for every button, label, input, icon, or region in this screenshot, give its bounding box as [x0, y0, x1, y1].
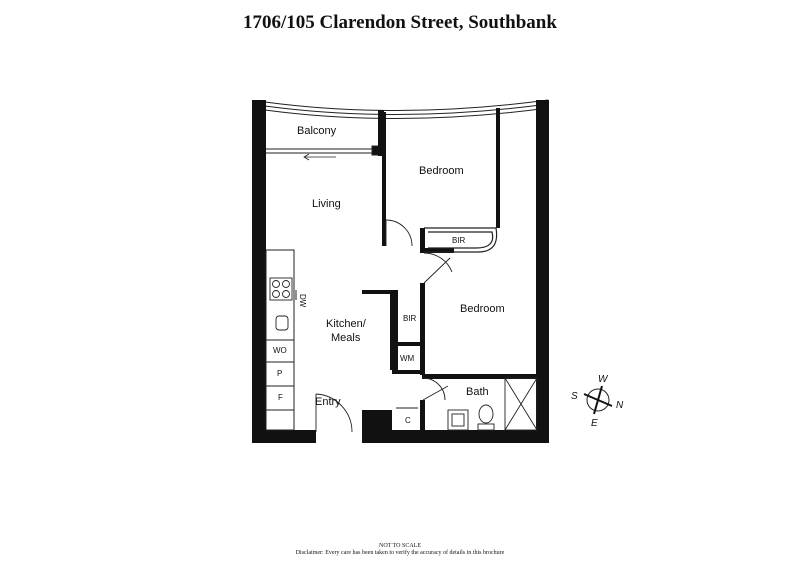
room-label-balcony: Balcony — [297, 125, 337, 137]
shower-icon — [504, 377, 538, 431]
internal-walls — [362, 108, 540, 432]
disclaimer-text: Disclaimer: Every care has been taken to… — [295, 550, 505, 556]
door-swings — [315, 219, 453, 433]
room-label-bath: Bath — [466, 386, 489, 398]
room-label-bir-1: BIR — [452, 236, 466, 245]
room-label-cupboard: C — [405, 416, 411, 425]
label-dishwasher: DW — [298, 294, 307, 308]
room-label-entry: Entry — [315, 396, 341, 408]
room-label-wm: WM — [400, 354, 415, 363]
compass-n: N — [616, 400, 624, 411]
compass-w: W — [598, 374, 609, 385]
room-label-bedroom-1: Bedroom — [419, 165, 464, 177]
room-label-living: Living — [312, 198, 341, 210]
facade-glazing — [264, 99, 549, 120]
not-to-scale-note: NOT TO SCALE — [378, 543, 421, 549]
vanity-icon — [447, 409, 469, 431]
room-label-bedroom-2: Bedroom — [460, 303, 505, 315]
outer-walls — [252, 100, 549, 443]
toilet-icon — [477, 404, 495, 431]
room-label-bir-2: BIR — [403, 314, 417, 323]
label-wall-oven: WO — [273, 346, 287, 355]
bir1-outline — [424, 227, 498, 253]
page-title: 1706/105 Clarendon Street, Southbank — [243, 12, 557, 33]
sink-icon — [275, 315, 289, 331]
label-pantry: P — [277, 369, 282, 378]
kitchen-bench — [265, 249, 297, 431]
compass-icon: W S N E — [571, 374, 624, 429]
room-label-meals: Meals — [331, 332, 361, 344]
compass-s: S — [571, 391, 578, 402]
cooktop-icon — [269, 277, 293, 301]
compass-e: E — [591, 418, 598, 429]
room-label-kitchen: Kitchen/ — [326, 318, 367, 330]
label-fridge: F — [278, 393, 283, 402]
balcony-door — [266, 145, 379, 161]
